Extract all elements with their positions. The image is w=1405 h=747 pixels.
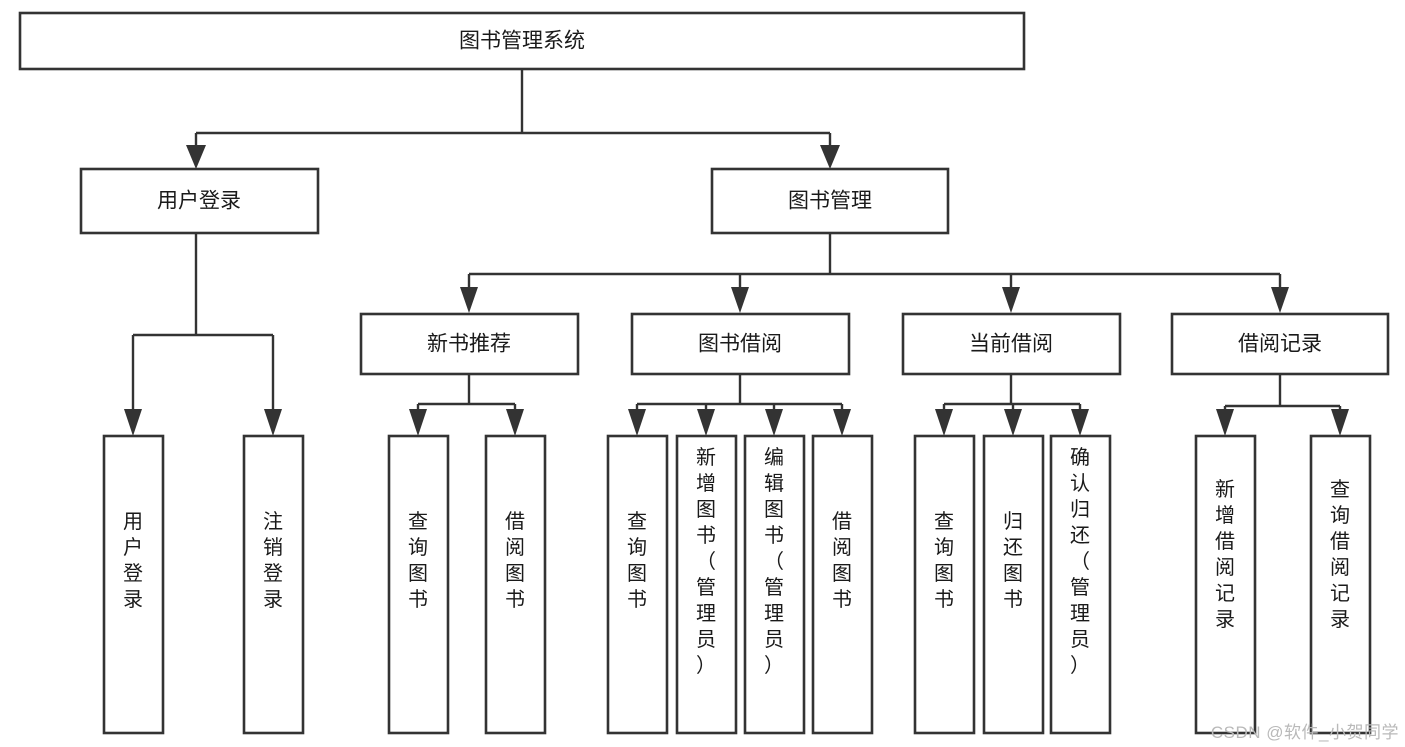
leaf-label-user-login-logout: 注销登录 — [263, 510, 283, 611]
arrow-head-userlogin-leaf-1 — [124, 409, 142, 436]
leaf-box-bookborrow-add[interactable] — [675, 434, 738, 735]
leaf-node-bookborrow-query[interactable]: 查询图书 — [606, 434, 669, 735]
leaf-node-bookborrow-add[interactable]: 新增图书（管理员） — [675, 434, 738, 735]
arrow-head-newbook-leaf-1 — [409, 409, 427, 436]
leaf-label-bookborrow-query: 查询图书 — [627, 510, 647, 611]
node-user-login[interactable]: 用户登录 — [79, 167, 320, 235]
arrow-head-user-login — [186, 145, 206, 169]
leaf-label-borrowrecord-add: 新增借阅记录 — [1215, 478, 1235, 631]
node-box-new-book-recommend[interactable] — [359, 312, 580, 376]
leaf-label-newbook-query: 查询图书 — [408, 510, 428, 611]
arrow-head-currentborrow-leaf-1 — [935, 409, 953, 436]
leaf-box-newbook-query[interactable] — [387, 434, 450, 735]
arrow-head-current-borrow — [1002, 287, 1020, 313]
leaf-box-currentborrow-confirm[interactable] — [1049, 434, 1112, 735]
node-root-system[interactable]: 图书管理系统 — [18, 11, 1026, 71]
arrow-head-bookborrow-leaf-4 — [833, 409, 851, 436]
leaf-label-bookborrow-edit: 编辑图书（管理员） — [764, 446, 784, 677]
leaf-box-borrowrecord-query[interactable] — [1309, 434, 1372, 735]
leaf-label-currentborrow-confirm: 确认归还（管理员） — [1070, 446, 1090, 677]
arrow-head-currentborrow-leaf-3 — [1071, 409, 1089, 436]
arrow-head-borrowrecord-leaf-1 — [1216, 409, 1234, 436]
node-label-book-borrow: 图书借阅 — [698, 333, 782, 356]
leaf-label-newbook-borrow: 借阅图书 — [505, 510, 525, 611]
leaf-box-newbook-borrow[interactable] — [484, 434, 547, 735]
leaf-label-user-login-login: 用户登录 — [123, 511, 143, 611]
leaf-node-currentborrow-confirm[interactable]: 确认归还（管理员） — [1049, 434, 1112, 735]
leaf-node-currentborrow-return[interactable]: 归还图书 — [982, 434, 1045, 735]
arrow-head-borrowrecord-leaf-2 — [1331, 409, 1349, 436]
leaf-box-bookborrow-edit[interactable] — [743, 434, 806, 735]
node-label-new-book-recommend: 新书推荐 — [427, 333, 511, 356]
node-label-current-borrow: 当前借阅 — [969, 333, 1053, 356]
arrow-head-currentborrow-leaf-2 — [1004, 409, 1022, 436]
node-box-book-borrow[interactable] — [630, 312, 851, 376]
leaf-node-borrowrecord-add[interactable]: 新增借阅记录 — [1194, 434, 1257, 735]
node-book-management[interactable]: 图书管理 — [710, 167, 950, 235]
leaf-node-user-login-logout[interactable]: 注销登录 — [242, 434, 305, 735]
arrow-head-book-manage — [820, 145, 840, 169]
connector-layer — [124, 69, 1349, 436]
node-new-book-recommend[interactable]: 新书推荐 — [359, 312, 580, 376]
leaf-box-currentborrow-query[interactable] — [913, 434, 976, 735]
leaf-box-bookborrow-borrow[interactable] — [811, 434, 874, 735]
node-box-root[interactable] — [18, 11, 1026, 71]
leaf-label-bookborrow-add: 新增图书（管理员） — [696, 446, 716, 677]
arrow-head-bookborrow-leaf-3 — [765, 409, 783, 436]
arrow-head-bookborrow-leaf-2 — [697, 409, 715, 436]
arrow-head-bookborrow-leaf-1 — [628, 409, 646, 436]
arrow-head-book-borrow — [731, 287, 749, 313]
leaf-node-newbook-query[interactable]: 查询图书 — [387, 434, 450, 735]
node-label-borrow-record: 借阅记录 — [1238, 333, 1322, 356]
node-borrow-record[interactable]: 借阅记录 — [1170, 312, 1390, 376]
leaf-label-borrowrecord-query: 查询借阅记录 — [1330, 478, 1350, 631]
arrow-head-borrow-record — [1271, 287, 1289, 313]
arrow-head-userlogin-leaf-2 — [264, 409, 282, 436]
leaf-box-borrowrecord-add[interactable] — [1194, 434, 1257, 735]
node-label-user-login: 用户登录 — [157, 190, 241, 213]
node-label-root: 图书管理系统 — [459, 30, 585, 53]
node-current-borrow[interactable]: 当前借阅 — [901, 312, 1122, 376]
node-label-book-management: 图书管理 — [788, 190, 872, 213]
node-box-book-management[interactable] — [710, 167, 950, 235]
leaf-node-bookborrow-borrow[interactable]: 借阅图书 — [811, 434, 874, 735]
leaf-layer: 用户登录 注销登录 查询图书 借阅图书 查询图书 新增图书 — [102, 434, 1372, 735]
leaf-box-bookborrow-query[interactable] — [606, 434, 669, 735]
node-box-user-login[interactable] — [79, 167, 320, 235]
leaf-node-newbook-borrow[interactable]: 借阅图书 — [484, 434, 547, 735]
node-box-borrow-record[interactable] — [1170, 312, 1390, 376]
leaf-label-bookborrow-borrow: 借阅图书 — [832, 510, 852, 611]
arrow-head-new-book-recommend — [460, 287, 478, 313]
leaf-label-currentborrow-return: 归还图书 — [1003, 510, 1023, 611]
leaf-box-currentborrow-return[interactable] — [982, 434, 1045, 735]
node-box-current-borrow[interactable] — [901, 312, 1122, 376]
leaf-node-bookborrow-edit[interactable]: 编辑图书（管理员） — [743, 434, 806, 735]
leaf-node-currentborrow-query[interactable]: 查询图书 — [913, 434, 976, 735]
node-book-borrow[interactable]: 图书借阅 — [630, 312, 851, 376]
csdn-watermark: CSDN @软件_小贺同学 — [1210, 723, 1399, 742]
leaf-label-currentborrow-query: 查询图书 — [934, 510, 954, 611]
leaf-box-user-login-login[interactable] — [102, 434, 165, 735]
leaf-box-user-login-logout[interactable] — [242, 434, 305, 735]
leaf-node-borrowrecord-query[interactable]: 查询借阅记录 — [1309, 434, 1372, 735]
leaf-node-user-login-login[interactable]: 用户登录 — [102, 434, 165, 735]
arrow-head-newbook-leaf-2 — [506, 409, 524, 436]
